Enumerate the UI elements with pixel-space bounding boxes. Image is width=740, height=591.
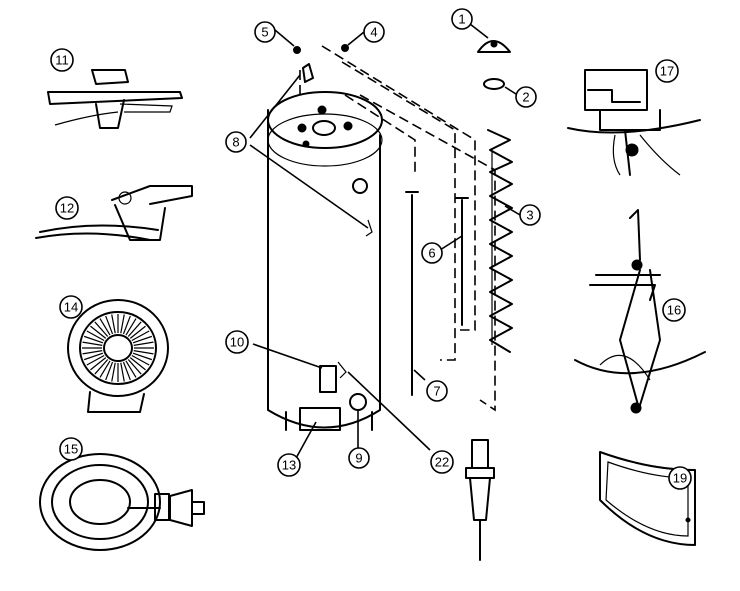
- burner-port: [105, 315, 114, 335]
- burner-port: [122, 361, 131, 381]
- burner-port: [111, 362, 116, 382]
- burner-port: [129, 325, 146, 339]
- svg-text:10: 10: [230, 335, 244, 350]
- svg-text:1: 1: [458, 12, 465, 27]
- dashed-guide-lines: [299, 45, 496, 412]
- callout-22: 22: [430, 450, 454, 474]
- callout-5: 5: [254, 21, 276, 43]
- part-14-burner: [67, 299, 169, 413]
- burner-port: [83, 335, 104, 344]
- burner-port: [131, 354, 150, 366]
- burner-port: [125, 360, 137, 378]
- part-6-anode-rod: [455, 197, 469, 326]
- callout-17: 17: [655, 59, 679, 83]
- burner-port: [86, 330, 105, 342]
- callout-10: 10: [225, 330, 249, 354]
- burner-port: [120, 362, 125, 382]
- nut-5: [293, 46, 301, 54]
- svg-text:5: 5: [261, 25, 268, 40]
- callout-16: 16: [662, 298, 686, 322]
- burner-port: [133, 350, 154, 355]
- part-2-washer: [483, 78, 505, 90]
- burner-port: [120, 314, 125, 334]
- part-12-pilot-assembly: [35, 185, 193, 241]
- burner-port: [83, 352, 104, 361]
- svg-text:19: 19: [673, 471, 687, 486]
- svg-text:13: 13: [282, 458, 296, 473]
- burner-port: [90, 325, 107, 339]
- callout-8: 8: [225, 131, 247, 153]
- burner-port: [131, 330, 150, 342]
- burner-port: [111, 314, 116, 334]
- burner-port: [86, 354, 105, 366]
- burner-port: [94, 359, 109, 375]
- burner-port: [105, 361, 114, 381]
- svg-text:17: 17: [660, 64, 674, 79]
- burner-port: [122, 315, 131, 335]
- callout-12: 12: [55, 196, 79, 220]
- water-heater-tank: [267, 63, 383, 431]
- callout-6: 6: [421, 242, 443, 264]
- part-7-dip-tube: [405, 191, 419, 396]
- part-15-burner-ring: [39, 453, 205, 551]
- callout-11: 11: [50, 48, 74, 72]
- burner-port: [127, 321, 142, 337]
- callout-14: 14: [59, 295, 83, 319]
- callout-1: 1: [451, 8, 473, 30]
- burner-port: [125, 318, 137, 336]
- svg-text:11: 11: [55, 53, 69, 68]
- svg-text:9: 9: [355, 451, 362, 466]
- burner-port: [129, 357, 146, 371]
- callout-9: 9: [348, 447, 370, 469]
- callout-15: 15: [59, 437, 83, 461]
- svg-text:16: 16: [667, 303, 681, 318]
- part-3-flue-baffle: [487, 129, 513, 353]
- part-17-gas-valve: [567, 69, 701, 176]
- part-19-access-panel: [599, 451, 696, 546]
- callout-2: 2: [515, 86, 537, 108]
- leader-lines: [249, 23, 521, 461]
- svg-text:2: 2: [522, 90, 529, 105]
- part-1-cap: [477, 40, 511, 53]
- svg-text:14: 14: [64, 300, 78, 315]
- svg-text:8: 8: [232, 135, 239, 150]
- svg-text:15: 15: [64, 442, 78, 457]
- burner-port: [133, 341, 154, 346]
- burner-port: [82, 341, 103, 346]
- callout-19: 19: [668, 466, 692, 490]
- callout-4: 4: [363, 21, 385, 43]
- part-11-thermocouple: [47, 69, 183, 129]
- igniter: [465, 439, 495, 561]
- callouts: 1 2 3 4 5 6 7 8 9 10 11 12 13 14 15 16 1…: [50, 8, 692, 490]
- callout-13: 13: [277, 453, 301, 477]
- burner-port: [82, 350, 103, 355]
- burner-port: [99, 318, 111, 336]
- svg-text:6: 6: [428, 246, 435, 261]
- burner-port: [132, 335, 153, 344]
- nut-4: [341, 44, 349, 52]
- svg-text:12: 12: [60, 201, 74, 216]
- burner-port: [94, 321, 109, 337]
- burner-port: [132, 352, 153, 361]
- burner-port: [99, 360, 111, 378]
- burner-port: [127, 359, 142, 375]
- burner-port: [90, 357, 107, 371]
- callout-7: 7: [426, 380, 448, 402]
- part-16-valve-tubing: [574, 209, 706, 414]
- svg-text:3: 3: [526, 208, 533, 223]
- svg-text:4: 4: [370, 25, 377, 40]
- callout-3: 3: [519, 204, 541, 226]
- svg-text:22: 22: [435, 455, 449, 470]
- svg-text:7: 7: [433, 384, 440, 399]
